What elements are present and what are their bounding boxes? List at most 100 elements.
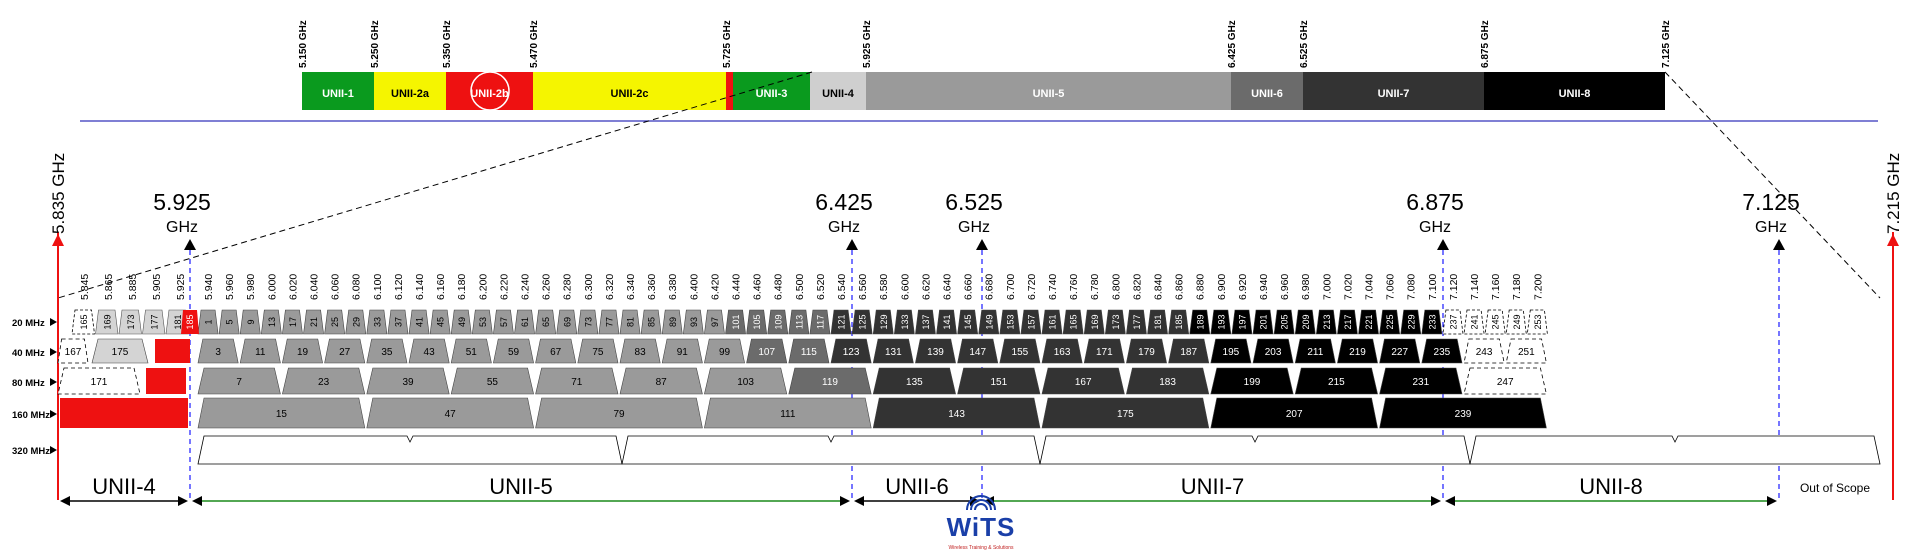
- channel-20mhz-unii4: [71, 309, 95, 335]
- channel-20mhz: [1315, 309, 1337, 335]
- big-marker-value: 6.525: [945, 189, 1003, 215]
- channel-20mhz-unii4-label: 165: [79, 314, 89, 329]
- channel-80mhz-label: 55: [487, 377, 499, 388]
- channel-20mhz-unii4-label: 173: [126, 314, 136, 329]
- channel-20mhz: [936, 309, 957, 335]
- channel-40mhz-label: 75: [592, 347, 604, 358]
- channel-20mhz-label: 1: [204, 319, 214, 324]
- channel-20mhz: [1210, 309, 1232, 335]
- big-marker-unit: GHz: [958, 219, 990, 236]
- channel-40mhz-label: 43: [424, 347, 436, 358]
- channel-40mhz: [704, 338, 745, 364]
- channel-20mhz: [429, 309, 451, 335]
- freq-tick-label: 6.940: [1258, 274, 1270, 300]
- channel-40mhz: [239, 338, 281, 364]
- freq-tick-label: 5.885: [127, 274, 139, 300]
- top-freq-label: 5.725 GHz: [722, 20, 733, 68]
- top-band-label: UNII-5: [1033, 88, 1065, 100]
- channel-40mhz: [1126, 338, 1167, 364]
- channel-20mhz: [915, 309, 936, 335]
- band-range-label: UNII-6: [885, 474, 949, 499]
- channel-40mhz-label: 251: [1518, 347, 1535, 358]
- top-freq-label: 6.525 GHz: [1299, 20, 1310, 68]
- logo-text: WiTS: [947, 512, 1016, 542]
- freq-tick-label: 6.160: [435, 274, 447, 300]
- freq-tick-label: 5.940: [203, 274, 215, 300]
- freq-tick-label: 7.200: [1532, 274, 1544, 300]
- freq-tick-label: 6.760: [1068, 274, 1080, 300]
- channel-20mhz-label: 201: [1259, 314, 1269, 329]
- channel-20mhz: [1526, 309, 1548, 335]
- freq-tick-label: 6.960: [1279, 274, 1291, 300]
- channel-80mhz-label: 167: [1075, 377, 1092, 388]
- freq-tick-label: 6.180: [456, 274, 468, 300]
- channel-20mhz-label: 169: [1090, 314, 1100, 329]
- zoom-line-left: [57, 71, 813, 299]
- channel-20mhz: [598, 309, 620, 335]
- channel-160mhz-label: 207: [1286, 409, 1303, 420]
- channel-20mhz: [767, 309, 789, 335]
- channel-20mhz: [1379, 309, 1401, 335]
- freq-tick-label: 6.060: [330, 274, 342, 300]
- channel-160mhz: [704, 397, 872, 429]
- channel-20mhz-label: 101: [731, 314, 741, 329]
- channel-20mhz-label: 17: [288, 317, 298, 327]
- channel-40mhz: [1210, 338, 1252, 364]
- channel-20mhz: [366, 309, 388, 335]
- channel-20mhz: [682, 309, 704, 335]
- top-freq-label: 5.350 GHz: [442, 20, 453, 68]
- channel-20mhz: [1273, 309, 1295, 335]
- freq-tick-label: 6.100: [372, 274, 384, 300]
- right-edge-arrow-icon: [1887, 234, 1899, 246]
- channel-20mhz-label: 185: [1174, 314, 1184, 329]
- channel-20mhz-label: 49: [457, 317, 467, 327]
- channel-40mhz: [282, 338, 323, 364]
- freq-tick-label: 6.560: [857, 274, 869, 300]
- freq-tick-label: 6.880: [1195, 274, 1207, 300]
- channel-40mhz: [577, 338, 619, 364]
- freq-tick-label: 6.840: [1153, 274, 1165, 300]
- channel-40mhz-label: 203: [1265, 347, 1282, 358]
- channel-20mhz-label: 13: [267, 317, 277, 327]
- channel-80mhz: [872, 367, 956, 395]
- row-arrow-icon: [50, 318, 57, 326]
- channel-40mhz-unii4-label: 167: [65, 347, 82, 358]
- channel-40mhz: [619, 338, 661, 364]
- channel-20mhz: [303, 309, 324, 335]
- channel-20mhz: [661, 309, 683, 335]
- channel-20mhz: [1126, 309, 1147, 335]
- channel-80mhz: [1041, 367, 1125, 395]
- channel-20mhz-label: 121: [837, 314, 847, 329]
- channel-20mhz: [725, 309, 746, 335]
- channel-40mhz: [915, 338, 956, 364]
- channel-20mhz: [1189, 309, 1211, 335]
- channel-80mhz: [1294, 367, 1378, 395]
- channel-20mhz: [1020, 309, 1042, 335]
- top-band-unii-2c-reserved: [726, 72, 733, 110]
- channel-20mhz-label: 77: [604, 317, 614, 327]
- freq-tick-label: 6.280: [562, 274, 574, 300]
- channel-20mhz-label: 21: [309, 317, 319, 327]
- top-freq-label: 7.125 GHz: [1661, 20, 1672, 68]
- channel-20mhz: [704, 309, 725, 335]
- channel-20mhz-label: 161: [1048, 314, 1058, 329]
- freq-tick-label: 6.720: [1026, 274, 1038, 300]
- channel-20mhz: [640, 309, 662, 335]
- channel-20mhz-label: 241: [1470, 314, 1480, 329]
- freq-tick-label: 6.120: [393, 274, 405, 300]
- channel-20mhz-label: 29: [351, 317, 361, 327]
- channel-160mhz: [1041, 397, 1210, 429]
- channel-40mhz-label: 195: [1223, 347, 1240, 358]
- channel-160mhz-label: 47: [445, 409, 457, 420]
- top-band-unii-7: [1303, 72, 1484, 110]
- band-arrow-right-icon: [1431, 496, 1441, 506]
- band-arrow-left-icon: [984, 496, 994, 506]
- top-band-unii-3: [733, 72, 810, 110]
- channel-40mhz-label: 35: [381, 347, 393, 358]
- band-range-label: UNII-7: [1181, 474, 1245, 499]
- channel-20mhz-label: 253: [1533, 314, 1543, 329]
- channel-20mhz-label: 133: [900, 314, 910, 329]
- channel-20mhz-label: 249: [1512, 314, 1522, 329]
